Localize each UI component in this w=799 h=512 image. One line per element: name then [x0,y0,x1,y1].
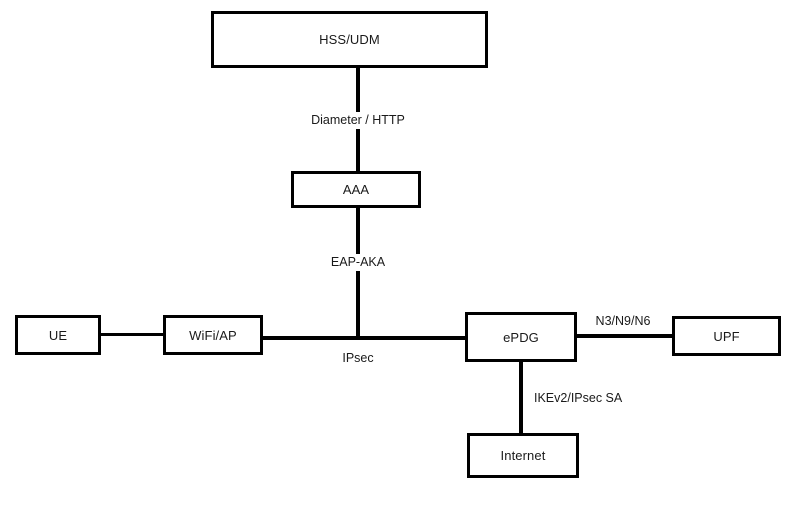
node-ue-label: UE [48,327,68,343]
node-hss-udm[interactable]: HSS/UDM [211,11,488,68]
node-upf-label: UPF [713,328,740,344]
edge-label-ipsec: IPsec [339,350,377,367]
node-aaa-label: AAA [342,182,370,197]
edge-ue-to-wifiap [99,333,165,336]
edge-epdg-to-internet [519,360,523,435]
node-epdg-label: ePDG [503,329,539,345]
edge-epdg-to-upf [575,334,674,338]
node-aaa[interactable]: AAA [291,171,421,208]
edge-label-diameter-http: Diameter / HTTP [308,112,408,129]
node-internet[interactable]: Internet [467,433,579,478]
edge-label-ikev2-ipsec-sa: IKEv2/IPsec SA [534,391,623,405]
node-epdg[interactable]: ePDG [465,312,577,362]
edge-wifiap-to-epdg [261,336,467,340]
node-ue[interactable]: UE [15,315,101,355]
node-wifi-ap-label: WiFi/AP [189,327,237,343]
edge-aaa-to-trunk [356,206,360,340]
node-upf[interactable]: UPF [672,316,781,356]
node-internet-label: Internet [500,448,546,463]
node-hss-udm-label: HSS/UDM [319,32,380,47]
edge-label-n3-n9-n6: N3/N9/N6 [592,313,654,330]
node-wifi-ap[interactable]: WiFi/AP [163,315,263,355]
edge-label-eap-aka: EAP-AKA [327,254,389,271]
